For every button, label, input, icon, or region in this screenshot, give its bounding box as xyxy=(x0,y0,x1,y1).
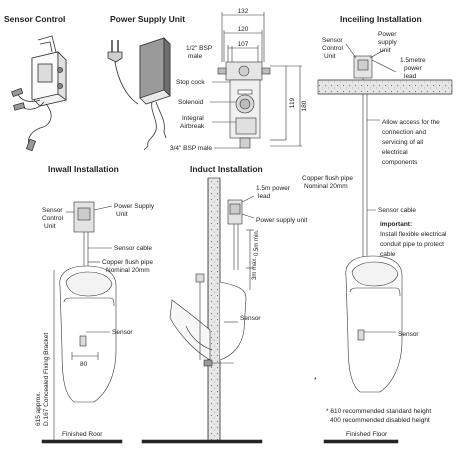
induct-drawing xyxy=(141,177,263,444)
inceiling-psu-label-line2: supply xyxy=(378,39,398,46)
inceiling-sensor-label: Sensor xyxy=(398,331,419,338)
inceiling-lead-label-line2: power xyxy=(404,65,423,72)
induct-psu-label: Power supply unit xyxy=(256,217,307,224)
inceiling-heading: Inceiling Installation xyxy=(340,14,422,24)
inwall-sensor-label: Sensor xyxy=(112,329,133,336)
dimension-132: 132 xyxy=(238,8,249,15)
inceiling-sensor-label-line3: Unit xyxy=(324,53,336,60)
power-supply-illustration xyxy=(107,37,171,151)
airbreak-label-line2: Airbreak xyxy=(180,123,205,130)
three-quarter-bsp-label: 3/4" BSP male xyxy=(170,145,212,152)
inwall-finished-floor: Finished Roor xyxy=(62,431,103,438)
height-note-line1: * 610 recommended standard height xyxy=(326,408,431,415)
height-note-line2: 400 recommended disabled height xyxy=(330,417,430,424)
half-bsp-label-line2: male xyxy=(188,53,202,60)
inceiling-drawing xyxy=(317,43,453,444)
dimension-119: 119 xyxy=(289,97,296,108)
inceiling-access-line4: electrical xyxy=(382,149,408,156)
airbreak-label-line1: Integral xyxy=(182,115,204,122)
inwall-drawing xyxy=(41,201,123,444)
induct-lead-label-line1: 1.5m power xyxy=(256,185,291,192)
inceiling-access-line3: servicing of all xyxy=(382,139,424,146)
inceiling-copper-line1: Copper flush pipe xyxy=(302,175,353,182)
inceiling-access-line5: components xyxy=(382,159,418,166)
inwall-sensor-label-line3: Unit xyxy=(44,223,56,230)
induct-lead-label-line2: lead xyxy=(258,193,271,200)
solenoid-label: Solenoid xyxy=(178,99,204,106)
sensor-control-heading: Sensor Control xyxy=(4,14,65,24)
induct-min-label: 0.5m min. xyxy=(254,229,260,256)
inwall-side-label-line2: D.167 Concealed Fixing Bracket xyxy=(43,333,50,426)
inceiling-sensor-cable-label: Sensor cable xyxy=(378,207,416,214)
inwall-copper-line1: Copper flush pipe xyxy=(102,259,153,266)
unit-dimension-drawing xyxy=(210,12,302,149)
power-supply-unit-heading: Power Supply Unit xyxy=(110,14,185,24)
important-line2: conduit pipe to protect xyxy=(380,241,444,248)
inwall-dimension-80: 80 xyxy=(80,361,88,368)
inwall-psu-label-line2: Unit xyxy=(116,211,128,218)
dimension-180: 180 xyxy=(301,100,308,111)
inwall-heading: Inwall Installation xyxy=(48,164,119,174)
half-bsp-label-line1: 1/2" BSP xyxy=(186,45,212,52)
inceiling-access-line1: Allow access for the xyxy=(382,119,440,126)
induct-max-label: 3m max. xyxy=(252,257,258,280)
dimension-107: 107 xyxy=(238,41,249,48)
inwall-psu-label-line1: Power Supply xyxy=(114,203,155,210)
asterisk-mark: * xyxy=(314,377,317,384)
inceiling-sensor-label-line1: Sensor xyxy=(322,37,343,44)
inwall-sensor-label-line1: Sensor xyxy=(42,207,63,214)
induct-heading: Induct Installation xyxy=(190,164,263,174)
inwall-copper-line2: Nominal 20mm xyxy=(106,267,150,274)
inceiling-copper-line2: Nominal 20mm xyxy=(304,183,348,190)
inwall-sensor-label-line2: Control xyxy=(42,215,64,222)
induct-sensor-label: Sensor xyxy=(240,315,261,322)
dimension-120: 120 xyxy=(238,26,249,33)
inceiling-lead-label-line3: lead xyxy=(404,73,417,80)
inceiling-psu-label-line3: unit xyxy=(380,47,391,54)
inwall-sensor-cable-label: Sensor cable xyxy=(114,245,152,252)
inceiling-finished-floor: Finished Floor xyxy=(346,431,388,438)
inceiling-access-line2: connection and xyxy=(382,129,426,136)
inceiling-psu-label-line1: Power xyxy=(378,31,397,38)
sensor-control-illustration xyxy=(11,35,67,152)
important-line3: cable xyxy=(380,251,396,258)
important-line1: Install flexible electrical xyxy=(380,231,447,238)
inceiling-sensor-label-line2: Control xyxy=(322,45,344,52)
stop-cock-label: Stop cock xyxy=(176,79,205,86)
inwall-side-label-line1: 615 approx. xyxy=(35,391,42,426)
inceiling-lead-label-line1: 1.5metre xyxy=(400,57,426,64)
important-label: important: xyxy=(380,221,412,228)
